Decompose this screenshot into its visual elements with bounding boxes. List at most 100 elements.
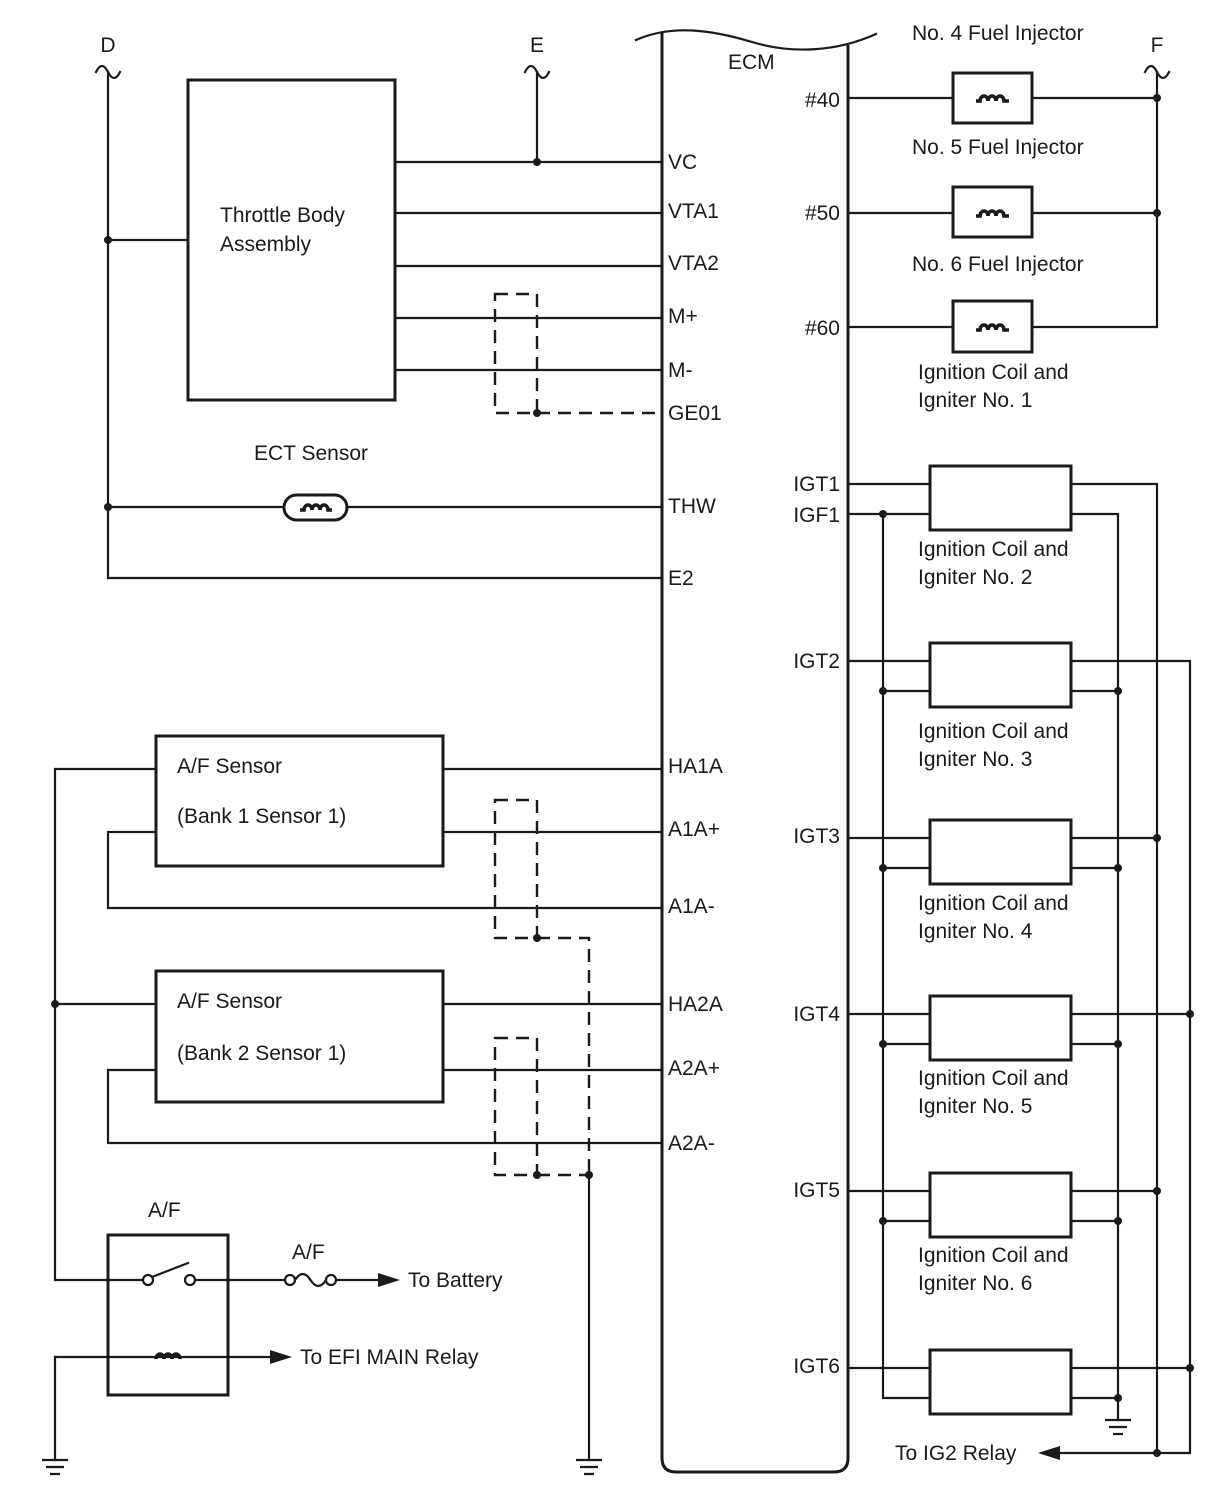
ignition-coil-no2-label-1: Ignition Coil and	[918, 538, 1069, 561]
ect-sensor-icon	[282, 493, 349, 522]
wire-igt2	[846, 659, 1192, 1455]
pin-vc: VC	[668, 151, 697, 174]
ecm-body	[660, 32, 850, 1474]
ect-sensor-coil-icon	[300, 503, 332, 512]
pin-vta1: VTA1	[668, 200, 719, 223]
ignition-coil-no6-label-2: Igniter No. 6	[918, 1272, 1032, 1295]
throttle-body-box	[186, 78, 397, 402]
injector-coil-icon	[976, 323, 1009, 332]
pin-vta2: VTA2	[668, 252, 719, 275]
junction-dot	[533, 158, 541, 166]
af-sensor-bank2-box	[154, 969, 445, 1104]
junction-dot	[533, 1171, 541, 1179]
ignition-coil-no2-label-2: Igniter No. 2	[918, 566, 1032, 589]
ignition-coil-no4-label-1: Ignition Coil and	[918, 892, 1069, 915]
ignition-coil-no3-label-2: Igniter No. 3	[918, 748, 1032, 771]
junction-dot	[879, 1217, 887, 1225]
shield-bank1-drain	[537, 936, 591, 1175]
pin-60: #60	[805, 317, 840, 340]
fuse-terminal-icon	[283, 1273, 297, 1287]
wire-igt1	[846, 482, 1159, 1455]
wire-igf-bus	[881, 512, 932, 1400]
junction-dot	[104, 503, 112, 511]
junction-dots	[51, 94, 1194, 1457]
wire-af-heater-bus	[53, 767, 158, 1282]
ground-icon-bar	[1105, 1418, 1131, 1436]
relay-switch-contact-icon	[141, 1273, 155, 1287]
pin-igt3: IGT3	[793, 825, 840, 848]
shield-bank2	[493, 1036, 539, 1177]
af-relay-box	[106, 1233, 230, 1397]
ignition-coil-no6-label-1: Ignition Coil and	[918, 1244, 1069, 1267]
injector-no5-label: No. 5 Fuel Injector	[912, 136, 1084, 159]
pin-e2: E2	[668, 567, 694, 590]
ignition-coil-no4-label-2: Igniter No. 4	[918, 920, 1033, 943]
pin-a1a-plus: A1A+	[668, 818, 720, 841]
injector-no4-box	[951, 71, 1034, 125]
af-relay-label: A/F	[148, 1199, 181, 1222]
ecm-break-line	[634, 29, 878, 51]
junction-dot	[879, 510, 887, 518]
junction-dot	[1153, 209, 1161, 217]
ecm-label: ECM	[728, 51, 775, 74]
pin-igt1: IGT1	[793, 473, 840, 496]
injector-coil-icon	[976, 209, 1009, 218]
injector-no4-label: No. 4 Fuel Injector	[912, 22, 1084, 45]
pin-igt4: IGT4	[793, 1003, 840, 1026]
shield-bank1	[493, 798, 539, 940]
pin-ha1a: HA1A	[668, 755, 723, 778]
pin-40: #40	[805, 89, 840, 112]
ground-icon-bar	[42, 1458, 68, 1476]
junction-dot	[1153, 834, 1161, 842]
arrow-right-icon	[378, 1273, 400, 1287]
ignition-coil-no1-box	[928, 464, 1073, 532]
af-sensor-bank2-label-2: (Bank 2 Sensor 1)	[177, 1042, 346, 1065]
af-sensor-bank1-box	[154, 734, 445, 868]
ignition-coil-no5-label-2: Igniter No. 5	[918, 1095, 1032, 1118]
arrow-right-icon	[270, 1350, 292, 1364]
relay-coil-icon	[154, 1352, 182, 1360]
relay-switch-arm-icon	[150, 1261, 190, 1279]
wire-f-bus	[1030, 70, 1159, 329]
pin-igf1: IGF1	[793, 504, 840, 527]
ignition-coil-no6-box	[928, 1348, 1073, 1416]
pin-a1a-minus: A1A-	[668, 895, 715, 918]
junction-dot	[1114, 864, 1122, 872]
junction-dot	[104, 236, 112, 244]
to-efi-main-relay-label: To EFI MAIN Relay	[300, 1346, 479, 1369]
pin-ha2a: HA2A	[668, 993, 723, 1016]
junction-dot	[1153, 1187, 1161, 1195]
connector-e-label: E	[530, 34, 544, 57]
ignition-coil-no1-label-2: Igniter No. 1	[918, 389, 1032, 412]
junction-dot	[1153, 94, 1161, 102]
ground-icon	[1105, 1418, 1131, 1436]
junction-dot	[533, 934, 541, 942]
junction-dot	[585, 1171, 593, 1179]
af-sensor-bank1-label-2: (Bank 1 Sensor 1)	[177, 805, 346, 828]
pin-a2a-plus: A2A+	[668, 1057, 720, 1080]
pin-igt2: IGT2	[793, 650, 840, 673]
junction-dot	[879, 1040, 887, 1048]
ground-icon	[576, 1458, 602, 1476]
connector-d-label: D	[100, 34, 115, 57]
junction-dot	[1153, 1449, 1161, 1457]
af-sensor-bank2-label-1: A/F Sensor	[177, 990, 282, 1013]
pin-50: #50	[805, 202, 840, 225]
ground-icon	[42, 1458, 68, 1476]
pin-igt5: IGT5	[793, 1179, 840, 1202]
ignition-coil-no3-label-1: Ignition Coil and	[918, 720, 1069, 743]
fuse-icon	[293, 1272, 328, 1288]
pin-m-plus: M+	[668, 305, 698, 328]
ignition-coil-no5-label-1: Ignition Coil and	[918, 1067, 1069, 1090]
relay-switch-contact-icon	[183, 1273, 197, 1287]
junction-dot	[1114, 1217, 1122, 1225]
junction-dot	[51, 1000, 59, 1008]
junction-dot	[1114, 1040, 1122, 1048]
ground-icon-bar	[576, 1458, 602, 1476]
wire-a1a-minus	[106, 830, 664, 910]
to-battery-label: To Battery	[408, 1269, 503, 1292]
ignition-coil-no4-box	[928, 994, 1073, 1062]
injector-no6-label: No. 6 Fuel Injector	[912, 253, 1084, 276]
